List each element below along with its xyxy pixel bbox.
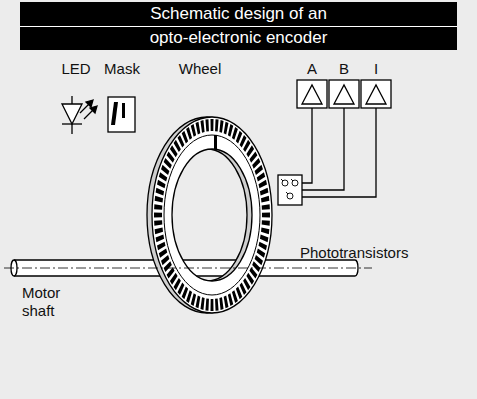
component-label: Motor shaft [22, 284, 77, 320]
phototransistor-array [278, 175, 302, 205]
amplifier-symbols [297, 80, 391, 108]
title: Schematic design of an opto-electronic e… [139, 2, 339, 50]
component-label: LED [46, 60, 106, 78]
led-symbol [62, 96, 97, 134]
shaft-axis [4, 268, 372, 269]
component-label: Mask [92, 60, 152, 78]
wheel-inner-ring [164, 135, 260, 295]
component-label: Wheel [165, 60, 235, 78]
mask [108, 97, 135, 132]
wheel-slots [154, 119, 270, 311]
title-separator [20, 26, 457, 27]
signal-name: I [364, 60, 388, 78]
component-label: Phototransistors [300, 244, 440, 262]
wheel-slot [154, 119, 270, 311]
signal-name: A [300, 60, 324, 78]
signal-name: B [332, 60, 356, 78]
wheel [152, 117, 272, 313]
signal-wires [302, 108, 376, 197]
index-mark [214, 135, 217, 149]
